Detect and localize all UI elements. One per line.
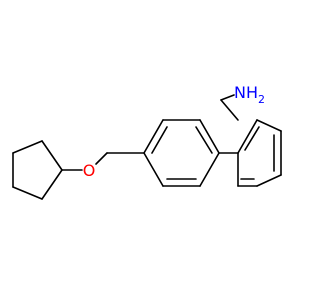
- bond: [12, 186, 43, 200]
- double-bond: [195, 126, 213, 154]
- structure-diagram: O NH2: [12, 83, 282, 200]
- bond: [41, 140, 63, 171]
- bond: [256, 174, 282, 187]
- bond: [220, 99, 239, 121]
- bond: [95, 152, 108, 165]
- nitrogen-symbol: N: [234, 83, 246, 102]
- bond: [143, 152, 164, 187]
- bond: [199, 152, 220, 187]
- oxygen-atom-label: O: [83, 161, 96, 180]
- hydrogen-symbol: H: [246, 83, 258, 102]
- double-bond: [151, 126, 168, 154]
- bond: [237, 119, 258, 154]
- bond: [199, 119, 220, 154]
- bond: [12, 140, 43, 154]
- bond-lines: [12, 94, 282, 200]
- bond: [256, 119, 282, 132]
- amine-group-label: NH2: [234, 83, 265, 106]
- bond: [143, 119, 164, 154]
- bond: [220, 94, 235, 101]
- hydrogen-count-subscript: 2: [258, 93, 265, 106]
- molecule-canvas: O NH2: [12, 83, 282, 200]
- bond: [41, 169, 63, 200]
- double-bond: [244, 126, 260, 151]
- atom-labels: O NH2: [83, 83, 265, 180]
